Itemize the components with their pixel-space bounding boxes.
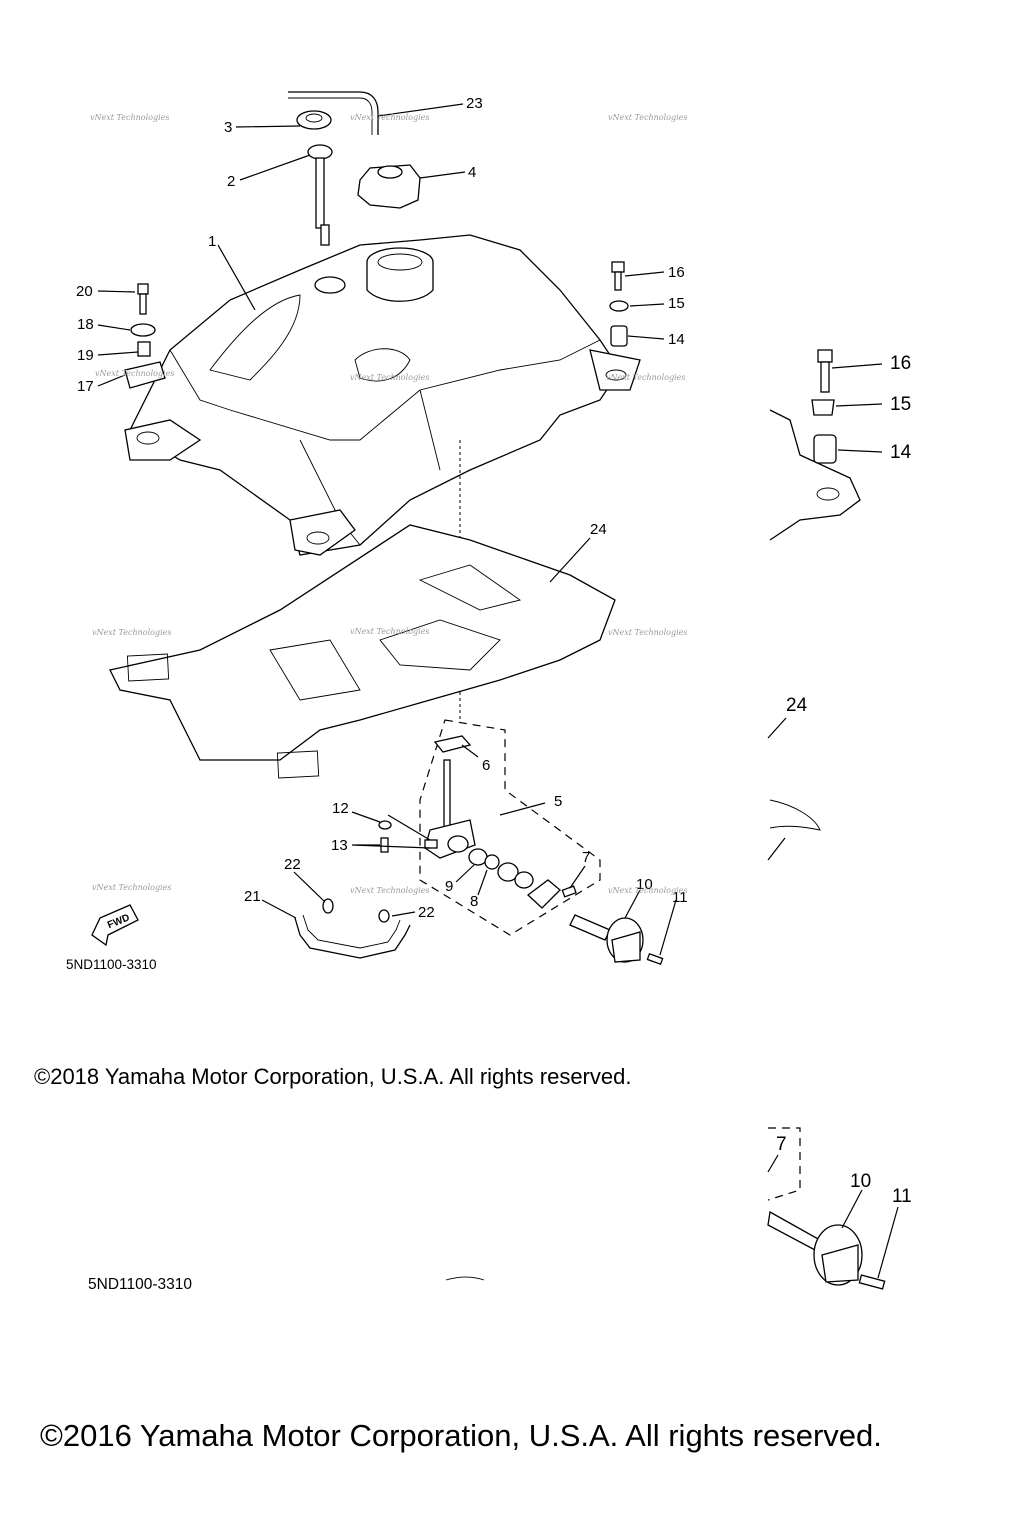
copyright-2016: ©2016 Yamaha Motor Corporation, U.S.A. A… [40,1418,882,1453]
svg-text:vNext Technologies: vNext Technologies [350,113,429,122]
callout-12: 12 [332,800,349,817]
inset-callout-16: 16 [890,353,911,374]
callout-7: 7 [582,849,590,866]
fuel-gauge [307,144,333,246]
svg-text:vNext Technologies: vNext Technologies [92,883,171,892]
callout-16: 16 [668,264,685,281]
hose-clamp [378,909,390,923]
left-mount-hardware [124,283,166,389]
callout-4: 4 [468,164,476,181]
right-mount-hardware [609,261,629,347]
callout-11: 11 [672,889,688,906]
fuel-hose [294,917,411,959]
fuel-cock-lever [569,914,644,963]
inset-callout-14: 14 [890,442,912,463]
fuel-cock [424,759,476,859]
callout-14: 14 [668,331,685,348]
svg-text:vNext Technologies: vNext Technologies [350,627,429,636]
callout-24: 24 [590,521,607,538]
callout-21: 21 [244,888,261,905]
svg-text:vNext Technologies: vNext Technologies [350,373,429,382]
callout-17: 17 [77,378,94,395]
svg-text:vNext Technologies: vNext Technologies [608,886,687,895]
screw [380,837,389,853]
inset-lower [445,1127,899,1290]
callout-10: 10 [636,876,653,893]
svg-text:vNext Technologies: vNext Technologies [608,113,687,122]
callout-5: 5 [554,793,562,810]
callout-22a: 22 [284,856,301,873]
hose-clamp [322,898,334,914]
svg-text:vNext Technologies: vNext Technologies [606,373,685,382]
svg-text:vNext Technologies: vNext Technologies [350,886,429,895]
inset-callout-10: 10 [850,1171,871,1192]
copyright-2018: ©2018 Yamaha Motor Corporation, U.S.A. A… [34,1064,632,1089]
vent-hose [288,91,379,135]
inset-right [767,349,883,861]
fwd-arrow-icon: FWD [91,904,139,947]
callout-6: 6 [482,757,490,774]
washer [378,820,392,830]
callout-15: 15 [668,295,685,312]
callout-23: 23 [466,95,483,112]
callout-19: 19 [77,347,94,364]
svg-text:vNext Technologies: vNext Technologies [90,113,169,122]
callout-3: 3 [224,119,232,136]
lever-screw [646,952,664,966]
fuel-tank [124,234,641,556]
callout-20: 20 [76,283,93,300]
petcock-assembly-outline [419,719,601,936]
o-ring [468,848,488,866]
callout-13: 13 [331,837,348,854]
watermarks: vNext Technologies vNext Technologies vN… [90,113,687,895]
callout-1: 1 [208,233,216,250]
callout-2: 2 [227,173,235,190]
inset-callout-15: 15 [890,394,911,415]
callout-9: 9 [445,878,453,895]
gasket [433,735,472,753]
svg-text:vNext Technologies: vNext Technologies [92,628,171,637]
fuel-cap [357,164,421,209]
svg-text:vNext Technologies: vNext Technologies [608,628,687,637]
inset-callout-24: 24 [786,695,808,716]
callout-22b: 22 [418,904,435,921]
inset-callout-7: 7 [776,1134,787,1155]
cover-plate [526,879,561,909]
callout-18: 18 [77,316,94,333]
inset-callout-11: 11 [892,1186,912,1207]
svg-text:vNext Technologies: vNext Technologies [95,369,174,378]
callout-8: 8 [470,893,478,910]
under-tray [109,524,616,779]
grommet [296,110,332,130]
diagram-code-bottom: 5ND1100-3310 [88,1276,192,1293]
diagram-code-top: 5ND1100-3310 [66,957,157,972]
